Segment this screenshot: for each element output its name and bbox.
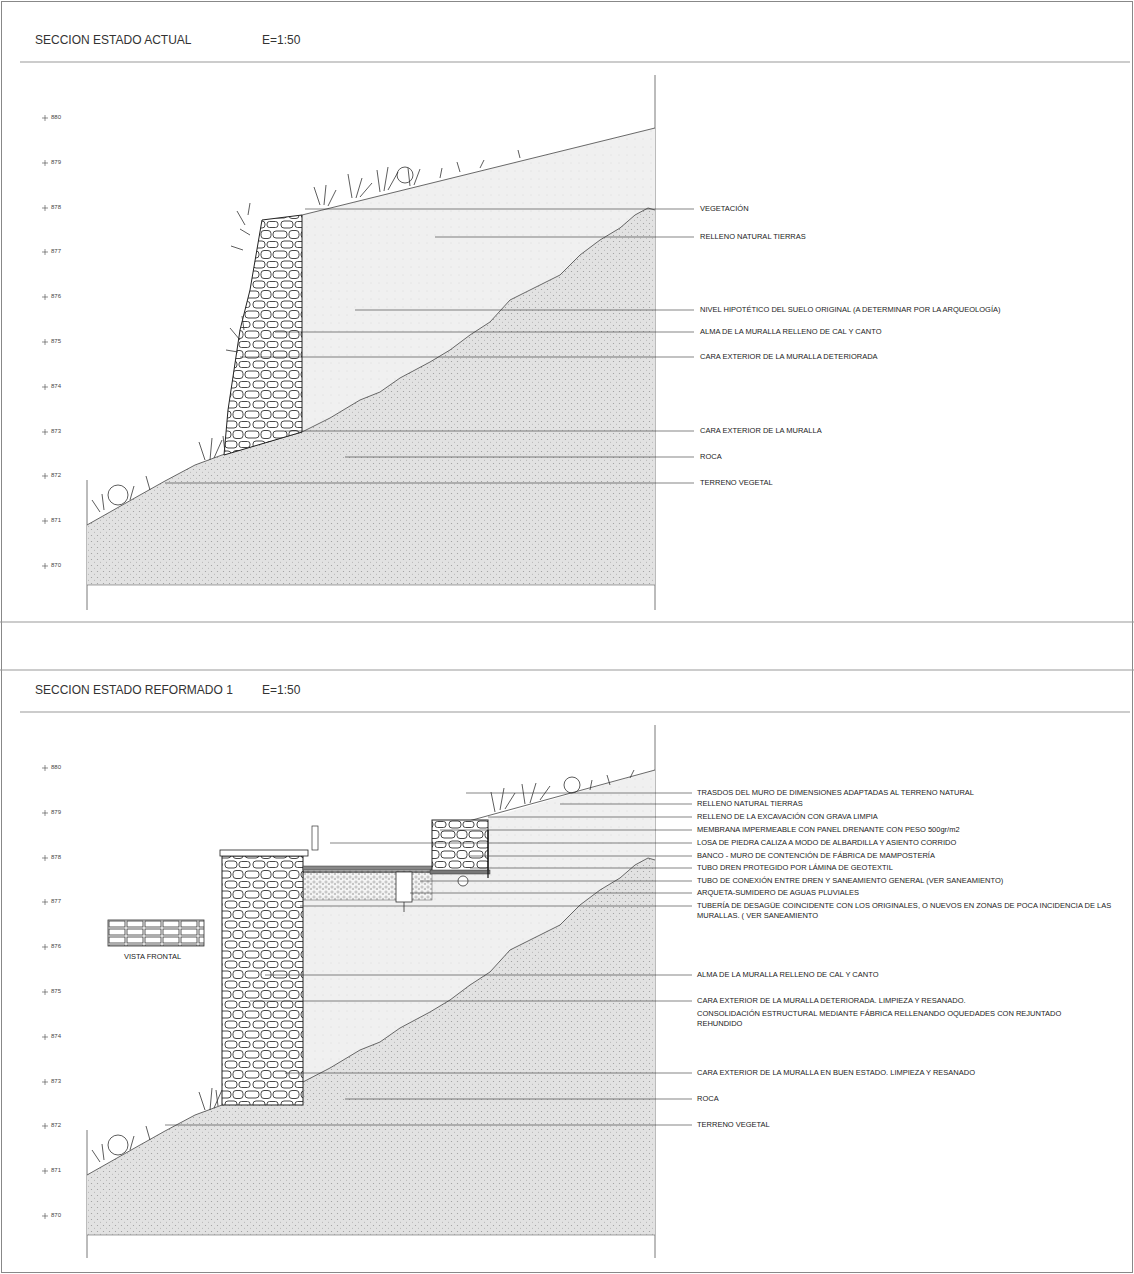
annotation-label: CARA EXTERIOR DE LA MURALLA DETERIORADA [700,352,878,362]
scale-label: E=1:50 [262,33,300,47]
annotation-label: MEMBRANA IMPERMEABLE CON PANEL DRENANTE … [697,825,960,835]
annotation-label: TERRENO VEGETAL [697,1120,770,1130]
annotation-label: CONSOLIDACIÓN ESTRUCTURAL MEDIANTE FÁBRI… [697,1009,1069,1029]
elevation-tick: 870 [51,1212,61,1219]
section-title: SECCION ESTADO REFORMADO 1 [35,683,233,697]
annotation-label: ROCA [697,1094,719,1104]
elevation-tick: 872 [51,472,61,479]
elevation-tick: 871 [51,1167,61,1174]
elevation-tick: 875 [51,338,61,345]
elevation-tick: 878 [51,204,61,211]
annotation-label: RELLENO NATURAL TIERRAS [700,232,806,242]
annotation-label: VEGETACIÓN [700,204,749,214]
annotation-label: ARQUETA-SUMIDERO DE AGUAS PLUVIALES [697,888,859,898]
annotation-label: TERRENO VEGETAL [700,478,773,488]
annotation-label: RELLENO DE LA EXCAVACIÓN CON GRAVA LIMPI… [697,812,878,822]
elevation-tick: 873 [51,1078,61,1085]
annotation-label: TUBO DREN PROTEGIDO POR LÁMINA DE GEOTEX… [697,863,893,873]
elevation-tick: 876 [51,943,61,950]
annotation-label: CARA EXTERIOR DE LA MURALLA EN BUEN ESTA… [697,1068,975,1078]
elevation-tick: 879 [51,809,61,816]
annotation-label: VISTA FRONTAL [124,952,181,962]
annotation-label: ALMA DE LA MURALLA RELLENO DE CAL Y CANT… [700,327,881,337]
elevation-tick: 873 [51,428,61,435]
elevation-tick: 879 [51,159,61,166]
annotation-label: ROCA [700,452,722,462]
annotation-label: RELLENO NATURAL TIERRAS [697,799,803,809]
elevation-tick: 880 [51,114,61,121]
elevation-tick: 874 [51,383,61,390]
annotation-label: TUBO DE CONEXIÓN ENTRE DREN Y SANEAMIENT… [697,876,1003,886]
scale-label: E=1:50 [262,683,300,697]
annotation-label: ALMA DE LA MURALLA RELLENO DE CAL Y CANT… [697,970,878,980]
elevation-tick: 875 [51,988,61,995]
elevation-tick: 877 [51,248,61,255]
annotation-label: CARA EXTERIOR DE LA MURALLA [700,426,822,436]
elevation-tick: 878 [51,854,61,861]
annotation-label: BANCO - MURO DE CONTENCIÓN DE FÁBRICA DE… [697,851,935,861]
annotation-label: TUBERÍA DE DESAGÜE COINCIDENTE CON LOS O… [697,901,1122,921]
section-title: SECCION ESTADO ACTUAL [35,33,191,47]
elevation-tick: 874 [51,1033,61,1040]
elevation-tick: 872 [51,1122,61,1129]
annotation-label: NIVEL HIPOTÉTICO DEL SUELO ORIGINAL (A D… [700,305,1000,315]
elevation-tick: 876 [51,293,61,300]
elevation-tick: 880 [51,764,61,771]
annotation-label: CARA EXTERIOR DE LA MURALLA DETERIORADA.… [697,996,966,1006]
annotation-label: LOSA DE PIEDRA CALIZA A MODO DE ALBARDIL… [697,838,956,848]
annotation-label: TRASDOS DEL MURO DE DIMENSIONES ADAPTADA… [697,788,974,798]
elevation-tick: 871 [51,517,61,524]
elevation-tick: 877 [51,898,61,905]
elevation-tick: 870 [51,562,61,569]
